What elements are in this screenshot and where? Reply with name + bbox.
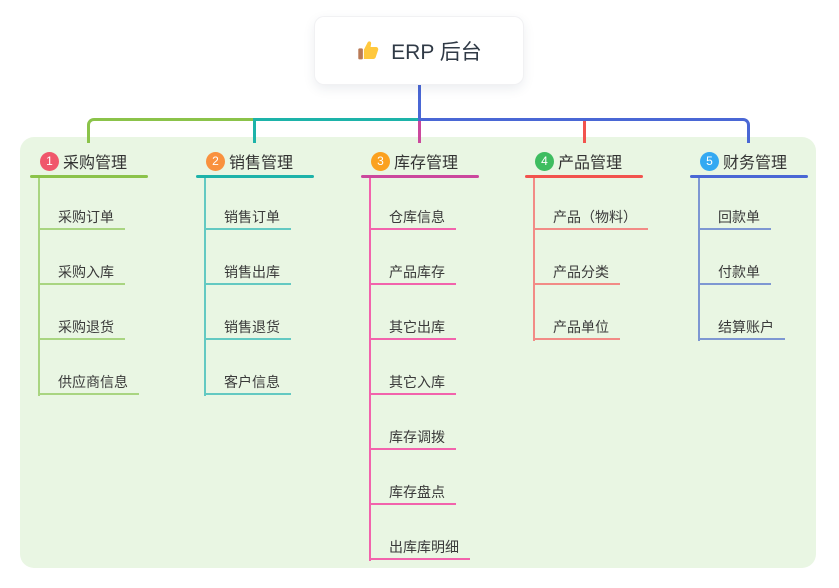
- branch-procurement: 1 采购管理 采购订单 采购入库 采购退货 供应商信息: [30, 147, 148, 396]
- node-product-stock[interactable]: 产品库存: [369, 261, 456, 285]
- branch-trunk-line: [533, 178, 535, 341]
- branch-sales: 2 销售管理 销售订单 销售出库 销售退货 客户信息: [196, 147, 314, 396]
- node-outbound-detail[interactable]: 出库库明细: [369, 536, 470, 560]
- branch-underline: [525, 175, 643, 178]
- branch-trunk-line: [698, 178, 700, 341]
- branch-title[interactable]: 2 销售管理: [196, 147, 314, 175]
- node-product-category[interactable]: 产品分类: [533, 261, 620, 285]
- branch-title[interactable]: 3 库存管理: [361, 147, 479, 175]
- node-purchase-order[interactable]: 采购订单: [38, 206, 125, 230]
- branch-trunk-line: [369, 178, 371, 561]
- connector-branch-1: [87, 118, 254, 143]
- node-supplier-info[interactable]: 供应商信息: [38, 371, 139, 395]
- connector-branch-2: [253, 118, 420, 143]
- branch-finance: 5 财务管理 回款单 付款单 结算账户: [690, 147, 808, 341]
- node-purchase-inbound[interactable]: 采购入库: [38, 261, 125, 285]
- root-node-label: ERP 后台: [391, 40, 482, 64]
- branch-underline: [30, 175, 148, 178]
- node-warehouse-info[interactable]: 仓库信息: [369, 206, 456, 230]
- connector-branch-3: [418, 121, 421, 143]
- branch-title[interactable]: 4 产品管理: [525, 147, 643, 175]
- branch-underline: [361, 175, 479, 178]
- branch-title-label: 销售管理: [229, 155, 294, 172]
- node-stock-transfer[interactable]: 库存调拨: [369, 426, 456, 450]
- node-payment-voucher[interactable]: 付款单: [698, 261, 771, 285]
- node-product-material[interactable]: 产品（物料）: [533, 206, 648, 230]
- node-other-outbound[interactable]: 其它出库: [369, 316, 456, 340]
- connector-root-to-bus: [418, 84, 421, 121]
- branch-number-badge: 1: [40, 151, 59, 171]
- branch-inventory: 3 库存管理 仓库信息 产品库存 其它出库 其它入库 库存调拨 库存盘点 出库库…: [361, 147, 479, 561]
- branch-title[interactable]: 5 财务管理: [690, 147, 808, 175]
- branch-title-label: 库存管理: [394, 155, 459, 172]
- connector-branch-5: [418, 118, 750, 143]
- branch-title-label: 产品管理: [558, 155, 623, 172]
- node-customer-info[interactable]: 客户信息: [204, 371, 291, 395]
- node-sales-outbound[interactable]: 销售出库: [204, 261, 291, 285]
- branch-title-label: 财务管理: [723, 155, 788, 172]
- branch-underline: [690, 175, 808, 178]
- node-stock-taking[interactable]: 库存盘点: [369, 481, 456, 505]
- branches-background-panel: [20, 137, 816, 568]
- node-sales-return[interactable]: 销售退货: [204, 316, 291, 340]
- branch-number-badge: 2: [206, 151, 225, 171]
- node-settlement-account[interactable]: 结算账户: [698, 316, 785, 340]
- root-node-erp[interactable]: ERP 后台: [315, 17, 523, 84]
- node-product-unit[interactable]: 产品单位: [533, 316, 620, 340]
- branch-product: 4 产品管理 产品（物料） 产品分类 产品单位: [525, 147, 648, 341]
- branch-title[interactable]: 1 采购管理: [30, 147, 148, 175]
- branch-number-badge: 5: [700, 151, 719, 171]
- branch-title-label: 采购管理: [63, 155, 128, 172]
- node-sales-order[interactable]: 销售订单: [204, 206, 291, 230]
- node-receipt-voucher[interactable]: 回款单: [698, 206, 771, 230]
- branch-trunk-line: [204, 178, 206, 396]
- node-purchase-return[interactable]: 采购退货: [38, 316, 125, 340]
- connector-branch-4: [583, 121, 586, 143]
- thumbs-up-icon: [358, 41, 379, 60]
- branch-number-badge: 3: [371, 151, 390, 171]
- node-other-inbound[interactable]: 其它入库: [369, 371, 456, 395]
- branch-underline: [196, 175, 314, 178]
- branch-number-badge: 4: [535, 151, 554, 171]
- branch-trunk-line: [38, 178, 40, 396]
